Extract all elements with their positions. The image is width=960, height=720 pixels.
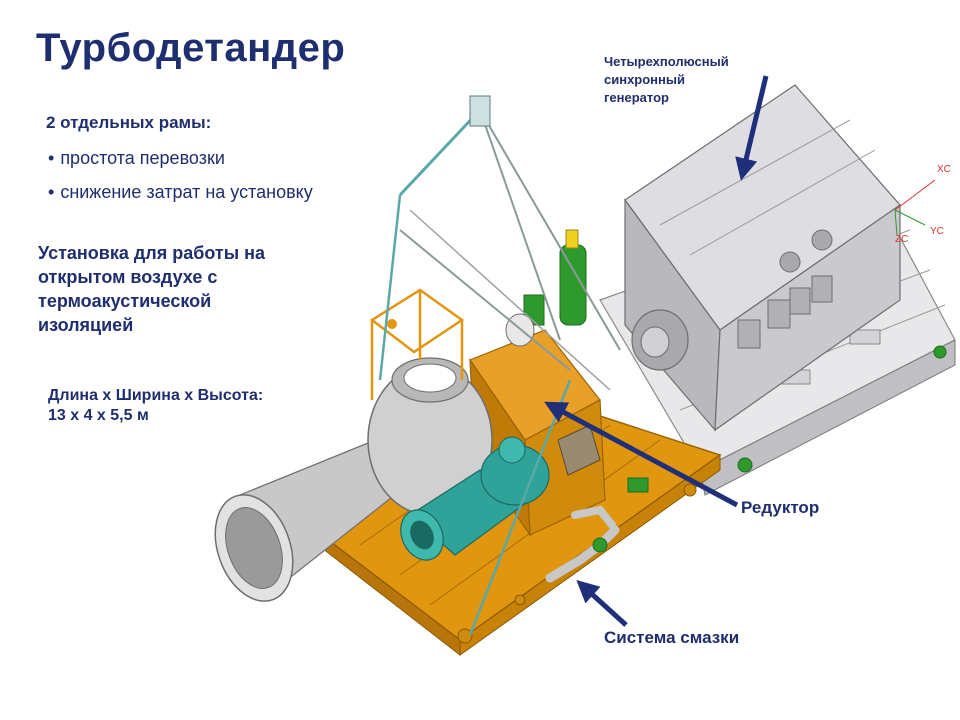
outdoor-line: изоляцией: [38, 315, 134, 335]
axis-label-yc: YC: [930, 226, 944, 237]
generator-label-line: генератор: [604, 90, 669, 105]
synchronous-generator: [624, 84, 901, 432]
frames-heading: 2 отдельных рамы:: [46, 113, 212, 132]
outdoor-line: открытом воздухе с: [38, 267, 218, 287]
generator-label-line: Четырехполюсный: [604, 54, 729, 69]
outdoor-installation-text: Установка для работы на открытом воздухе…: [38, 241, 338, 337]
generator-callout-arrow-icon: [735, 75, 769, 181]
axis-label-xc: XC: [937, 164, 951, 175]
reducer-callout-label: Редуктор: [741, 498, 820, 517]
reducer-callout-arrow-icon: [544, 401, 739, 508]
maintenance-frame: [369, 288, 465, 400]
lubrication-piping: [545, 505, 620, 583]
bullet-text-transport: простота перевозки: [60, 148, 225, 168]
bullet-dot-icon: •: [48, 182, 55, 202]
exhaust-diffuser: [214, 357, 493, 602]
dimensions-text: Длина х Ширина х Высота: 13 х 4 х 5,5 м: [48, 386, 318, 426]
bullet-text-installation: снижение затрат на установку: [60, 182, 313, 202]
bullet-item-transport: •простота перевозки: [48, 148, 225, 169]
generator-label-line: синхронный: [604, 72, 685, 87]
lifting-slings: [378, 95, 621, 636]
bullet-item-installation: •снижение затрат на установку: [48, 182, 313, 203]
bullet-dot-icon: •: [48, 148, 55, 168]
axis-label-zc: ZC: [895, 234, 908, 245]
lubrication-callout-arrow-icon: [576, 579, 628, 627]
dimensions-label: Длина х Ширина х Высота:: [48, 387, 264, 404]
generator-callout-label: Четырехполюсный синхронный генератор: [604, 53, 784, 107]
coordinate-axes: XC YC ZC: [894, 164, 951, 245]
outdoor-line: термоакустической: [38, 291, 212, 311]
expander-turbine: [400, 436, 550, 561]
dimensions-value: 13 х 4 х 5,5 м: [48, 407, 149, 424]
lubrication-callout-label: Система смазки: [604, 628, 740, 647]
outdoor-line: Установка для работы на: [38, 243, 265, 263]
slide-title: Турбодетандер: [36, 26, 346, 70]
